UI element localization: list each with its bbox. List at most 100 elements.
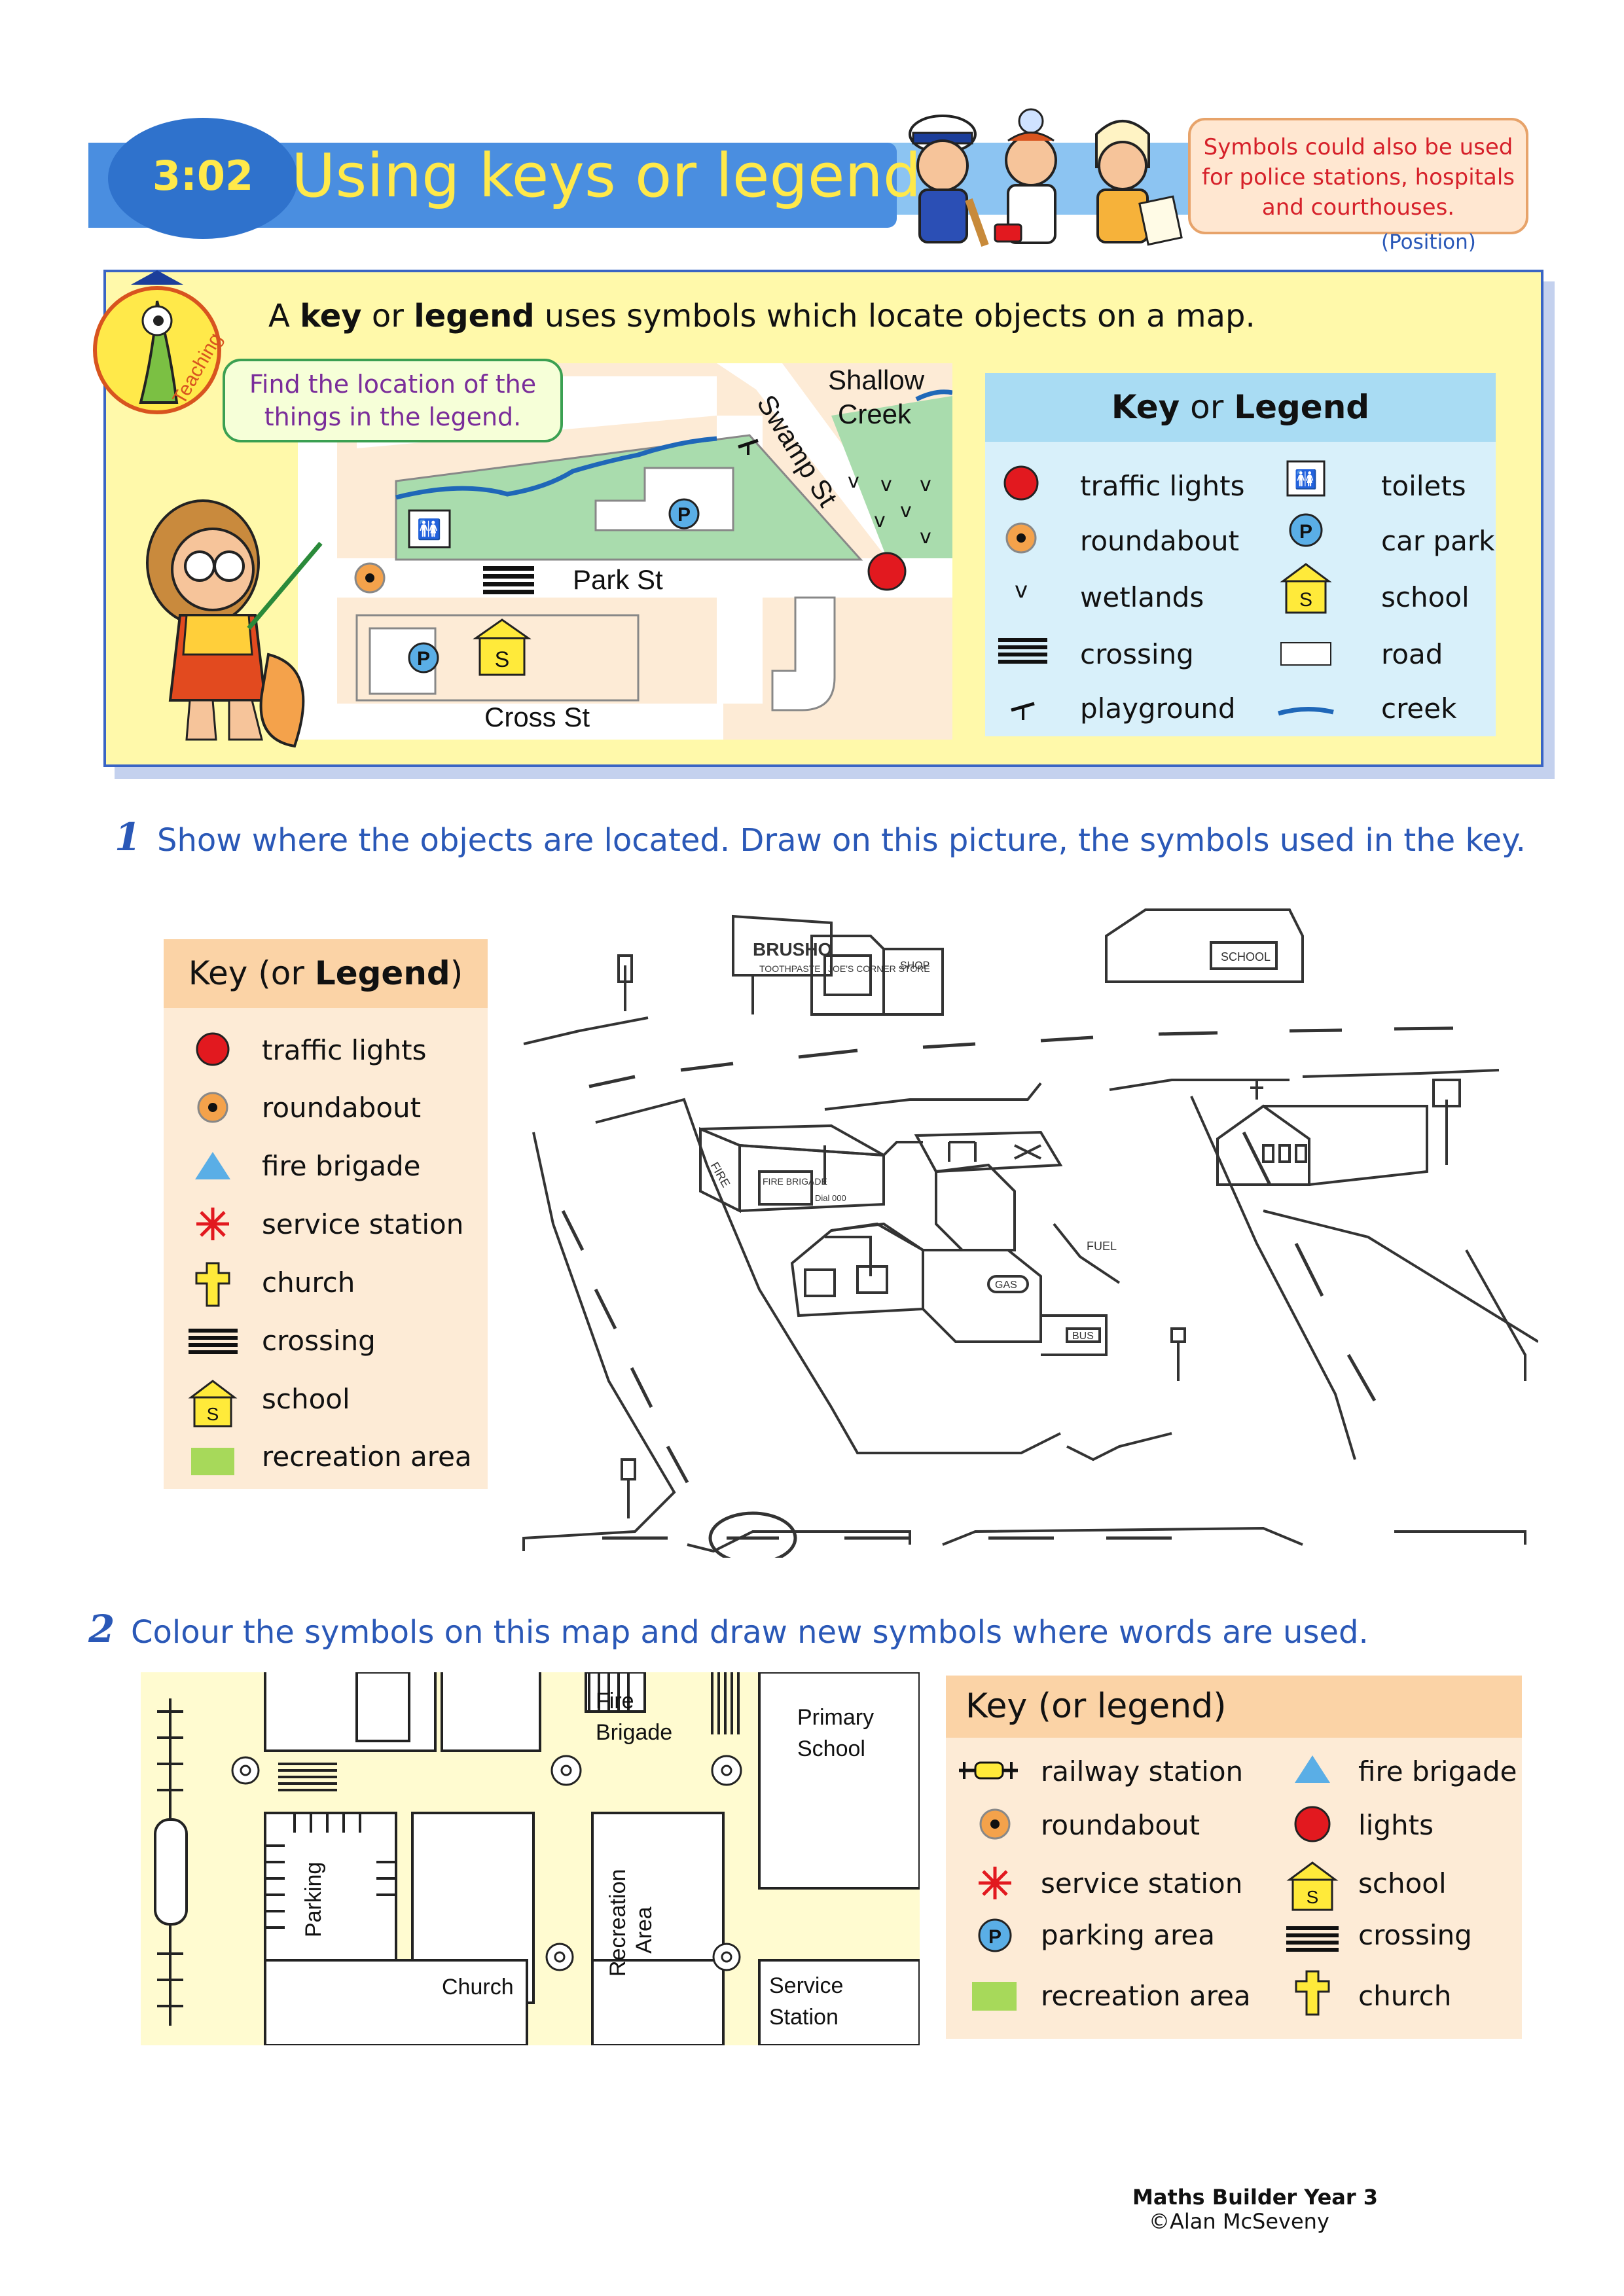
crossing-icon: [1286, 1926, 1339, 1952]
find-location-bubble: Find the location of the things in the l…: [223, 359, 563, 442]
legend-label: school: [262, 1383, 350, 1415]
note-callout: Symbols could also be used for police st…: [1188, 118, 1528, 234]
map-label-service: Service: [769, 1973, 843, 1998]
strand-label: (Position): [1381, 230, 1476, 254]
legend-label: roundabout: [1080, 525, 1240, 557]
legend-label: lights: [1358, 1809, 1434, 1841]
legend-label: car park: [1381, 525, 1495, 557]
legend-label: roundabout: [1041, 1809, 1200, 1841]
map-traffic-lights-icon: [867, 552, 907, 591]
service-station-icon: [979, 1867, 1011, 1899]
legend-label: crossing: [262, 1325, 376, 1357]
map-label-shallow: Shallow: [828, 365, 925, 395]
map-label-church: Church: [442, 1975, 514, 2000]
svg-text:v: v: [880, 473, 892, 496]
service-station-icon: [196, 1208, 229, 1240]
question-2-text: Colour the symbols on this map and draw …: [131, 1614, 1369, 1651]
svg-text:v: v: [920, 526, 931, 548]
map-school-icon: S: [473, 619, 532, 676]
legend-label: recreation area: [1041, 1980, 1251, 2012]
legend-label: fire brigade: [262, 1150, 421, 1182]
legend-label: crossing: [1080, 638, 1194, 670]
svg-text:P: P: [677, 504, 691, 526]
svg-text:P: P: [988, 1926, 1001, 1948]
map-label-cross-st: Cross St: [484, 702, 590, 732]
roundabout-icon: [197, 1092, 228, 1123]
legend-label: railway station: [1041, 1755, 1244, 1787]
fuel-sign: FUEL: [1087, 1240, 1117, 1253]
teacher-girl-illustration: [146, 499, 323, 748]
legend-label: traffic lights: [1080, 470, 1245, 502]
svg-text:P: P: [417, 648, 430, 670]
legend-label: parking area: [1041, 1919, 1215, 1951]
legend-label: wetlands: [1080, 581, 1204, 613]
legend-label: recreation area: [262, 1441, 472, 1473]
legend-label: church: [262, 1266, 355, 1299]
map-label-school: School: [797, 1736, 865, 1761]
question-1-legend-symbols: S: [188, 1032, 238, 1475]
gas-sign: GAS: [995, 1280, 1017, 1291]
school-sign: SCHOOL: [1221, 950, 1271, 963]
map-label-primary: Primary: [797, 1705, 874, 1730]
map-playground-icon: [738, 439, 759, 455]
legend-label: church: [1358, 1980, 1452, 2012]
question-2-legend-title: Key (or legend): [946, 1676, 1522, 1738]
judge-figure: [1095, 120, 1183, 246]
map-crossing-icon: [483, 566, 534, 594]
dial-000-sign: Dial 000: [815, 1193, 846, 1203]
roundabout-icon: [979, 1808, 1011, 1840]
legend-label: fire brigade: [1358, 1755, 1517, 1787]
teaching-intro: A key or legend uses symbols which locat…: [268, 298, 1255, 334]
teaching-fish-badge: Teaching: [93, 270, 226, 414]
map-label-fire: Fire: [596, 1689, 634, 1713]
traffic-lights-icon: [196, 1032, 230, 1066]
svg-text:v: v: [874, 509, 886, 532]
recreation-area-icon: [191, 1448, 234, 1475]
map-toilets-icon: [408, 509, 451, 548]
legend-label: creek: [1381, 692, 1457, 725]
toilets-icon: 🚻: [1286, 460, 1326, 497]
legend-label: traffic lights: [262, 1034, 427, 1066]
legend-label: school: [1358, 1867, 1447, 1899]
svg-text:🚻: 🚻: [1295, 469, 1318, 490]
map-label-creek: Creek: [838, 399, 912, 429]
svg-text:S: S: [207, 1404, 219, 1424]
shop-sign: SHOP: [900, 960, 929, 971]
question-1-legend-title: Key (or Legend): [164, 939, 488, 1008]
map-label-station: Station: [769, 2005, 839, 2030]
parking-area-icon: P: [978, 1918, 1012, 1952]
town-picture: BRUSHO TOOTHPASTE JOE'S CORNER STORE SHO…: [522, 908, 1538, 1558]
crossing-icon: [998, 638, 1047, 664]
fire-brigade-sign: FIRE BRIGADE: [763, 1176, 827, 1187]
svg-text:v: v: [900, 499, 912, 522]
fire-brigade-icon: [1295, 1755, 1330, 1783]
fire-brigade-icon: [195, 1152, 230, 1179]
legend-label: playground: [1080, 692, 1236, 725]
road-icon: [1280, 642, 1331, 666]
svg-text:S: S: [1307, 1887, 1319, 1907]
playground-icon: [1011, 702, 1035, 720]
creek-icon: [1278, 707, 1334, 716]
legend-label: service station: [1041, 1867, 1243, 1899]
question-2-number: 2: [88, 1607, 115, 1651]
teaching-legend-title: Key or Legend: [985, 373, 1496, 442]
legend-label: road: [1381, 638, 1443, 670]
map-label-recreation: Recreation: [605, 1869, 630, 1977]
question-1-text: Show where the objects are located. Draw…: [157, 822, 1526, 859]
legend-label: service station: [262, 1208, 464, 1240]
crossing-icon: [189, 1329, 238, 1354]
question-1-number: 1: [115, 815, 141, 859]
car-park-icon: P: [1289, 513, 1323, 547]
lesson-number: 3:02: [152, 152, 254, 200]
map-label-brigade: Brigade: [596, 1720, 672, 1745]
svg-text:v: v: [848, 470, 859, 493]
legend-label: school: [1381, 581, 1470, 613]
teaching-legend-symbols: v 🚻 P S: [998, 460, 1334, 720]
map-label-area: Area: [632, 1907, 657, 1954]
map-car-park-icon: [408, 642, 439, 673]
bus-sign: BUS: [1072, 1331, 1094, 1342]
career-characters-illustration: [909, 108, 1183, 247]
railway-station-icon: [959, 1761, 1018, 1780]
question-2-map: Fire Brigade Primary School Parking Chur…: [154, 1672, 920, 2045]
svg-text:v: v: [920, 473, 931, 496]
